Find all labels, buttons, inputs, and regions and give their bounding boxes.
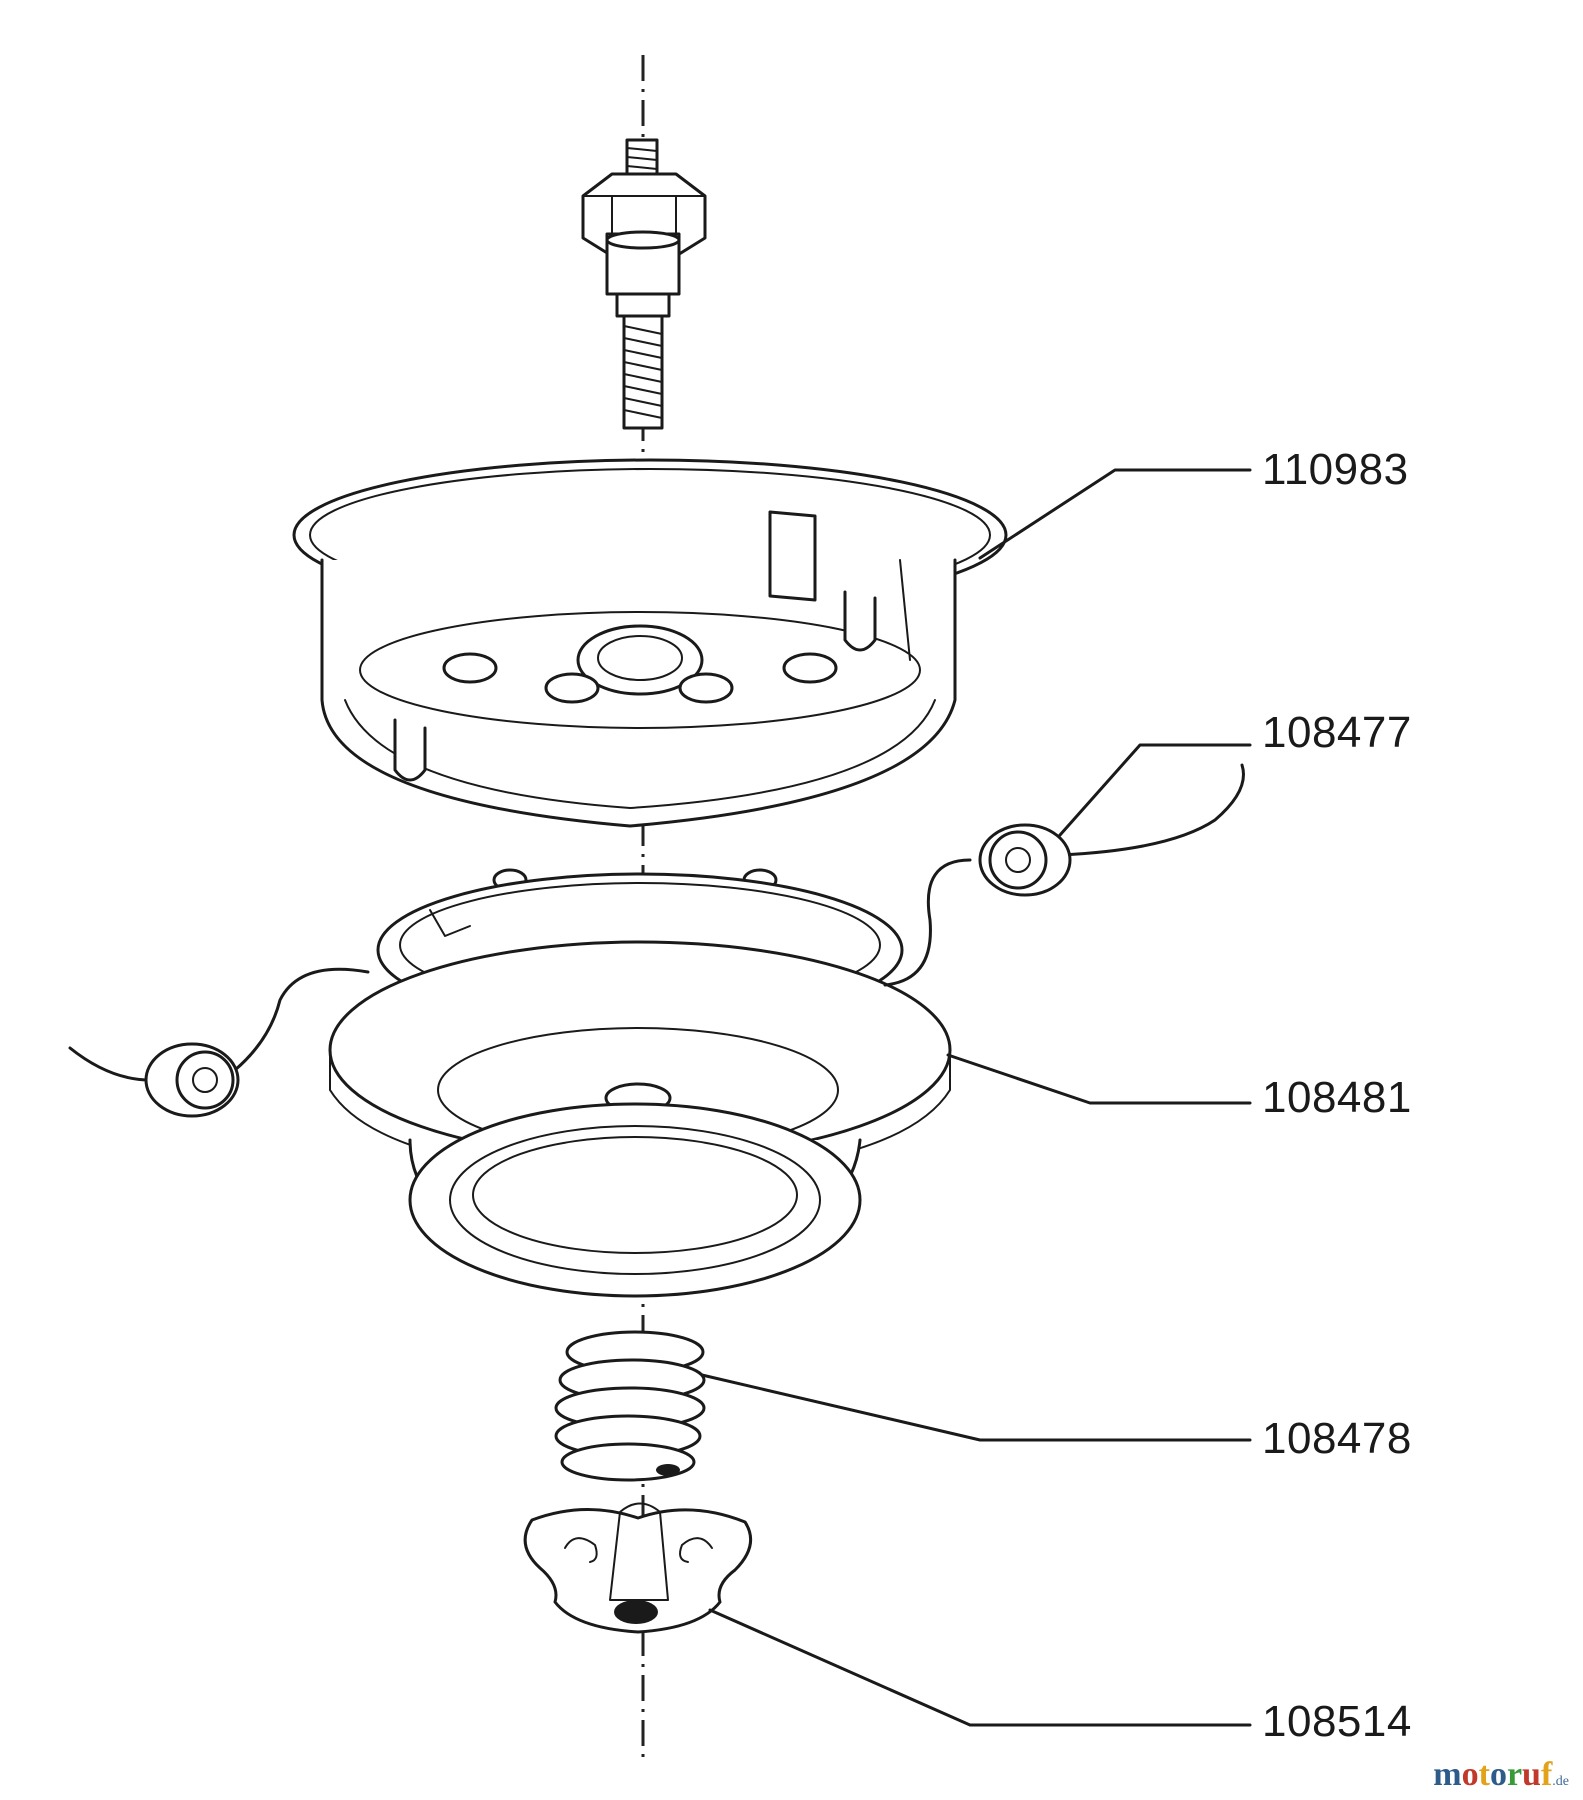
- watermark-suffix: .de: [1552, 1774, 1569, 1789]
- arbor-bolt: [581, 138, 707, 430]
- trimmer-line-left: [68, 967, 370, 1082]
- part-label-108514: 108514: [1262, 1697, 1412, 1746]
- leader-108514: [708, 1608, 1252, 1727]
- leader-108478: [700, 1373, 1252, 1442]
- bump-knob: [523, 1502, 753, 1634]
- eyelet-left: [144, 1042, 240, 1118]
- part-label-110983: 110983: [1262, 445, 1409, 494]
- part-label-108477: 108477: [1262, 708, 1412, 757]
- leader-108481: [946, 1053, 1252, 1105]
- motoruf-watermark: motoruf.de: [1433, 1756, 1569, 1794]
- watermark-letter: m: [1433, 1756, 1462, 1793]
- watermark-letters: motoruf: [1433, 1756, 1552, 1793]
- leader-108477: [1058, 743, 1252, 837]
- trimmer-line-right: [883, 763, 1245, 987]
- upper-housing: [292, 458, 1008, 828]
- part-label-108478: 108478: [1262, 1414, 1412, 1463]
- watermark-letter: t: [1478, 1756, 1490, 1793]
- leader-110983: [978, 468, 1252, 560]
- watermark-letter: f: [1540, 1756, 1553, 1793]
- eyelet-right: [978, 823, 1072, 897]
- watermark-letter: o: [1461, 1756, 1479, 1793]
- watermark-letter: o: [1489, 1756, 1507, 1793]
- line-spool: [328, 868, 952, 1298]
- part-label-108481: 108481: [1262, 1073, 1412, 1122]
- watermark-letter: r: [1506, 1756, 1523, 1793]
- watermark-letter: u: [1522, 1756, 1541, 1793]
- spring: [554, 1330, 706, 1482]
